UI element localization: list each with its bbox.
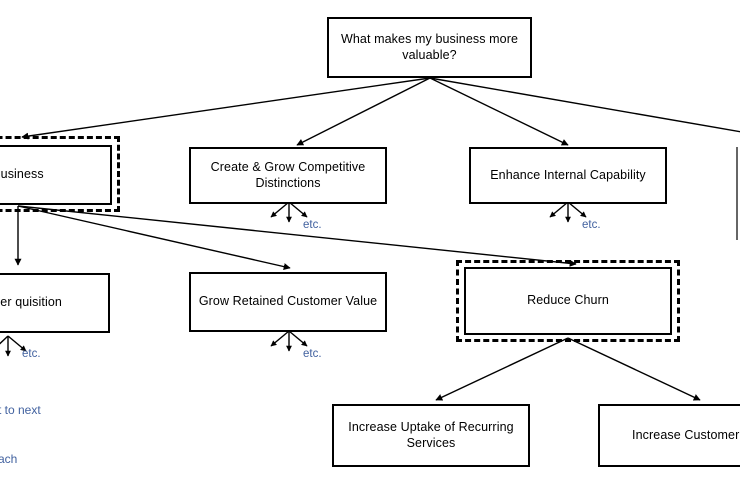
etc-arrow-left [270,201,290,218]
etc-label-create-grow: etc. [303,219,322,231]
node-increase-customer-satisfaction-label: Increase Customer Sat [632,427,740,442]
edge-root-to-win-more-business [21,77,431,140]
edge-win-to-reduce-churn [17,205,577,267]
node-increase-customer-satisfaction[interactable]: Increase Customer Sat [598,404,740,467]
etc-stub-create-grow [270,201,308,223]
node-reduce-churn-label: Reduce Churn [527,293,609,308]
annotation-line-1: t to next [0,403,41,418]
node-new-customer-acquisition[interactable]: lew Customer quisition [0,273,110,333]
etc-stub-enhance-capability [549,201,587,223]
node-grow-retained-customer-value-label: Grow Retained Customer Value [198,294,378,309]
etc-arrow-right [567,201,587,218]
etc-label-grow-retained-value: etc. [303,348,322,360]
edge-churn-to-uptake-recurring [435,337,569,401]
reduce-churn-edges [435,337,701,401]
node-increase-uptake-recurring-services-label: Increase Uptake of Recurring Services [348,419,514,450]
node-enhance-internal-capability-label: Enhance Internal Capability [490,167,646,182]
etc-arrow-left [0,335,9,345]
edge-root-to-create-grow [296,77,431,146]
annotation-note: t to next ach le to [0,370,41,480]
win-more-business-edges [14,205,577,271]
etc-label-new-customer-acquisition: etc. [22,348,41,360]
etc-stub-grow-retained-value [270,330,308,352]
root-edges [21,77,740,146]
node-new-customer-acquisition-label: lew Customer quisition [0,295,62,310]
edge-churn-to-customer-satisfaction [567,337,701,401]
node-win-more-business[interactable]: in More Business [0,145,112,205]
node-root[interactable]: What makes my business more valuable? [327,17,532,78]
etc-label-enhance-capability: etc. [582,219,601,231]
annotation-line-2: ach [0,451,18,466]
node-increase-uptake-recurring-services[interactable]: Increase Uptake of Recurring Services [332,404,530,467]
node-enhance-internal-capability[interactable]: Enhance Internal Capability [469,147,667,204]
node-create-grow-competitive-distinctions[interactable]: Create & Grow Competitive Distinctions [189,147,387,204]
etc-arrow-right [288,201,308,218]
etc-arrow-left [270,330,290,347]
etc-arrow-right [288,330,308,347]
node-grow-retained-customer-value[interactable]: Grow Retained Customer Value [189,272,387,332]
node-root-label: What makes my business more valuable? [340,31,519,62]
edge-win-to-grow-retained-value [17,205,291,271]
etc-arrow-left [549,201,569,218]
edge-root-to-enhance-capability [429,77,569,146]
node-create-grow-label: Create & Grow Competitive Distinctions [210,159,366,190]
edge-root-to-offscreen-right [429,77,740,133]
node-win-more-business-label: in More Business [0,167,44,182]
node-reduce-churn[interactable]: Reduce Churn [464,267,672,335]
